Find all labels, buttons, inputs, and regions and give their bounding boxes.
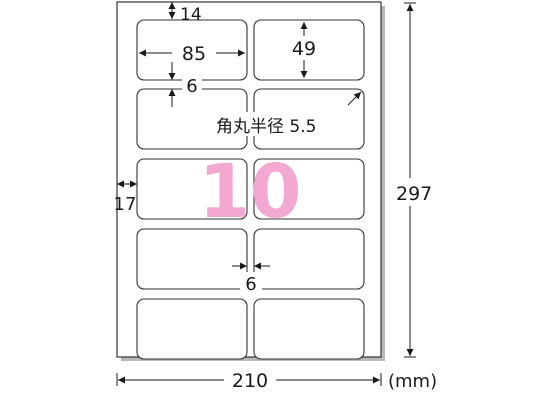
horizontal-gap-label: 6	[245, 274, 256, 295]
label-cell	[136, 298, 248, 360]
top-margin-label: 14	[180, 5, 202, 25]
side-margin-label: 17	[114, 194, 137, 215]
horizontal-gap-dimension: 6	[232, 262, 270, 295]
vertical-gap-label: 6	[186, 76, 197, 97]
label-height-label: 49	[292, 38, 316, 60]
sheet-width-label: 210	[232, 370, 268, 392]
label-cell	[253, 158, 365, 220]
label-width-dimension: 85	[139, 39, 245, 65]
label-cell	[253, 228, 365, 290]
top-margin-dimension: 14	[168, 1, 202, 25]
unit-label: (mm)	[388, 371, 437, 392]
label-height-dimension: 49	[288, 22, 320, 78]
sheet-height-dimension: 297	[396, 2, 438, 358]
sheet-height-label: 297	[396, 183, 432, 205]
label-width-label: 85	[182, 43, 206, 65]
label-cell	[253, 298, 365, 360]
sheet-width-dimension: 210 (mm)	[116, 367, 437, 393]
label-cell	[136, 158, 248, 220]
side-margin-dimension: 17	[114, 180, 137, 215]
vertical-gap-dimension: 6	[168, 62, 202, 107]
label-cell	[136, 228, 248, 290]
corner-radius-label: 角丸半径 5.5	[216, 117, 316, 137]
corner-radius-annotation: 角丸半径 5.5	[214, 91, 362, 137]
label-count: 10	[199, 149, 302, 235]
